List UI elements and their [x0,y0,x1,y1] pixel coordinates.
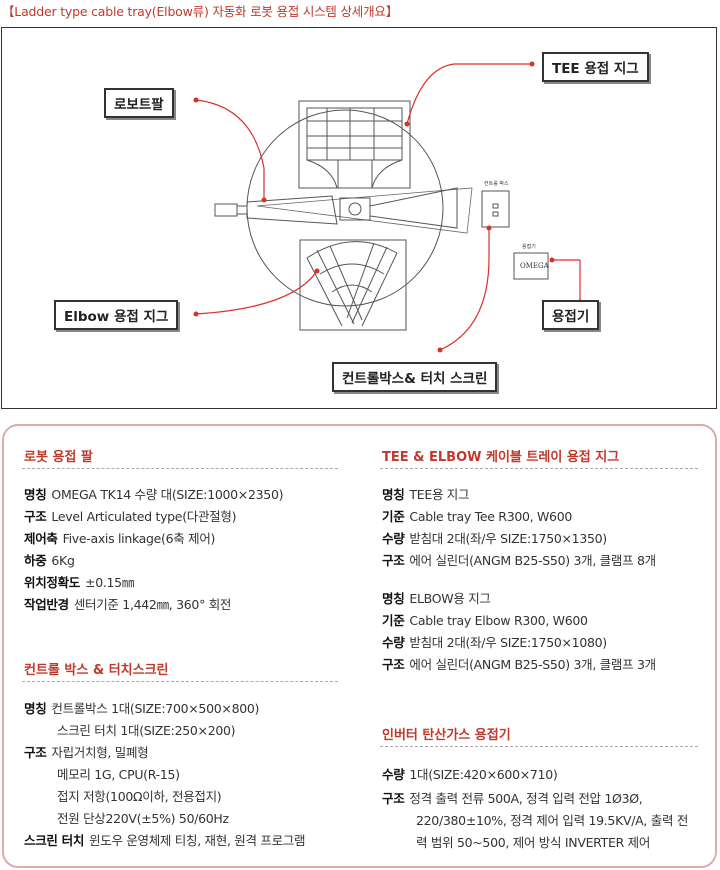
control-box-drawing [481,190,510,228]
welder-row: 220/380±10%, 정격 제어 입력 19.5KV/A, 출력 전 [416,813,689,828]
welder-section-title: 인버터 탄산가스 용접기 [382,728,511,743]
control-row: 전원 단상220V(±5%) 50/60Hz [57,811,229,826]
elbow-jig-drawing [299,239,407,331]
robot-arm-drawing [214,187,458,229]
jig-section-title: TEE & ELBOW 케이블 트레이 용접 지그 [382,450,620,465]
callout-robot-arm: 로보트팔 [104,88,174,118]
section-divider [22,468,338,469]
control-section-title: 컨트롤 박스 & 터치스크린 [24,663,169,678]
leader-dots [193,61,583,353]
layout-drawing [193,61,583,353]
reach-sector [256,187,473,234]
box-drawing-small-label: 컨트롤 박스 [484,181,509,187]
leader-lines [195,63,581,351]
callout-elbow-jig: Elbow 용접 지그 [54,300,179,330]
welder-drawing-small-label: 용접기 [522,244,536,250]
page-title: 【Ladder type cable tray(Elbow류) 자동화 로봇 용… [2,4,398,19]
section-divider [22,681,338,682]
callout-welder: 용접기 [542,300,600,330]
control-row: 메모리 1G, CPU(R-15) [57,767,180,782]
control-row: 접지 저항(100Ω이하, 전용접지) [57,789,222,804]
system-layout-diagram: OMEGA 용접기 컨트롤 박스 로보트팔 TEE 용접 지그 Elbow 용접… [1,27,717,409]
section-divider [380,468,698,469]
tee-jig-drawing [298,100,411,189]
robot-arm-row: 위치정확도±0.15㎜ [24,575,135,590]
work-radius-circle [246,109,444,307]
welder-drawing-label: OMEGA [520,262,549,270]
welder-drawing [513,252,549,280]
section-divider [380,746,698,747]
callout-control-box: 컨트롤박스& 터치 스크린 [332,362,498,392]
robot-arm-section-title: 로봇 용접 팔 [24,450,93,465]
welder-row: 력 범위 50~500, 제어 방식 INVERTER 제어 [416,835,651,850]
callout-tee-jig: TEE 용접 지그 [542,52,649,82]
control-row: 스크린 터치 1대(SIZE:250×200) [57,723,236,738]
